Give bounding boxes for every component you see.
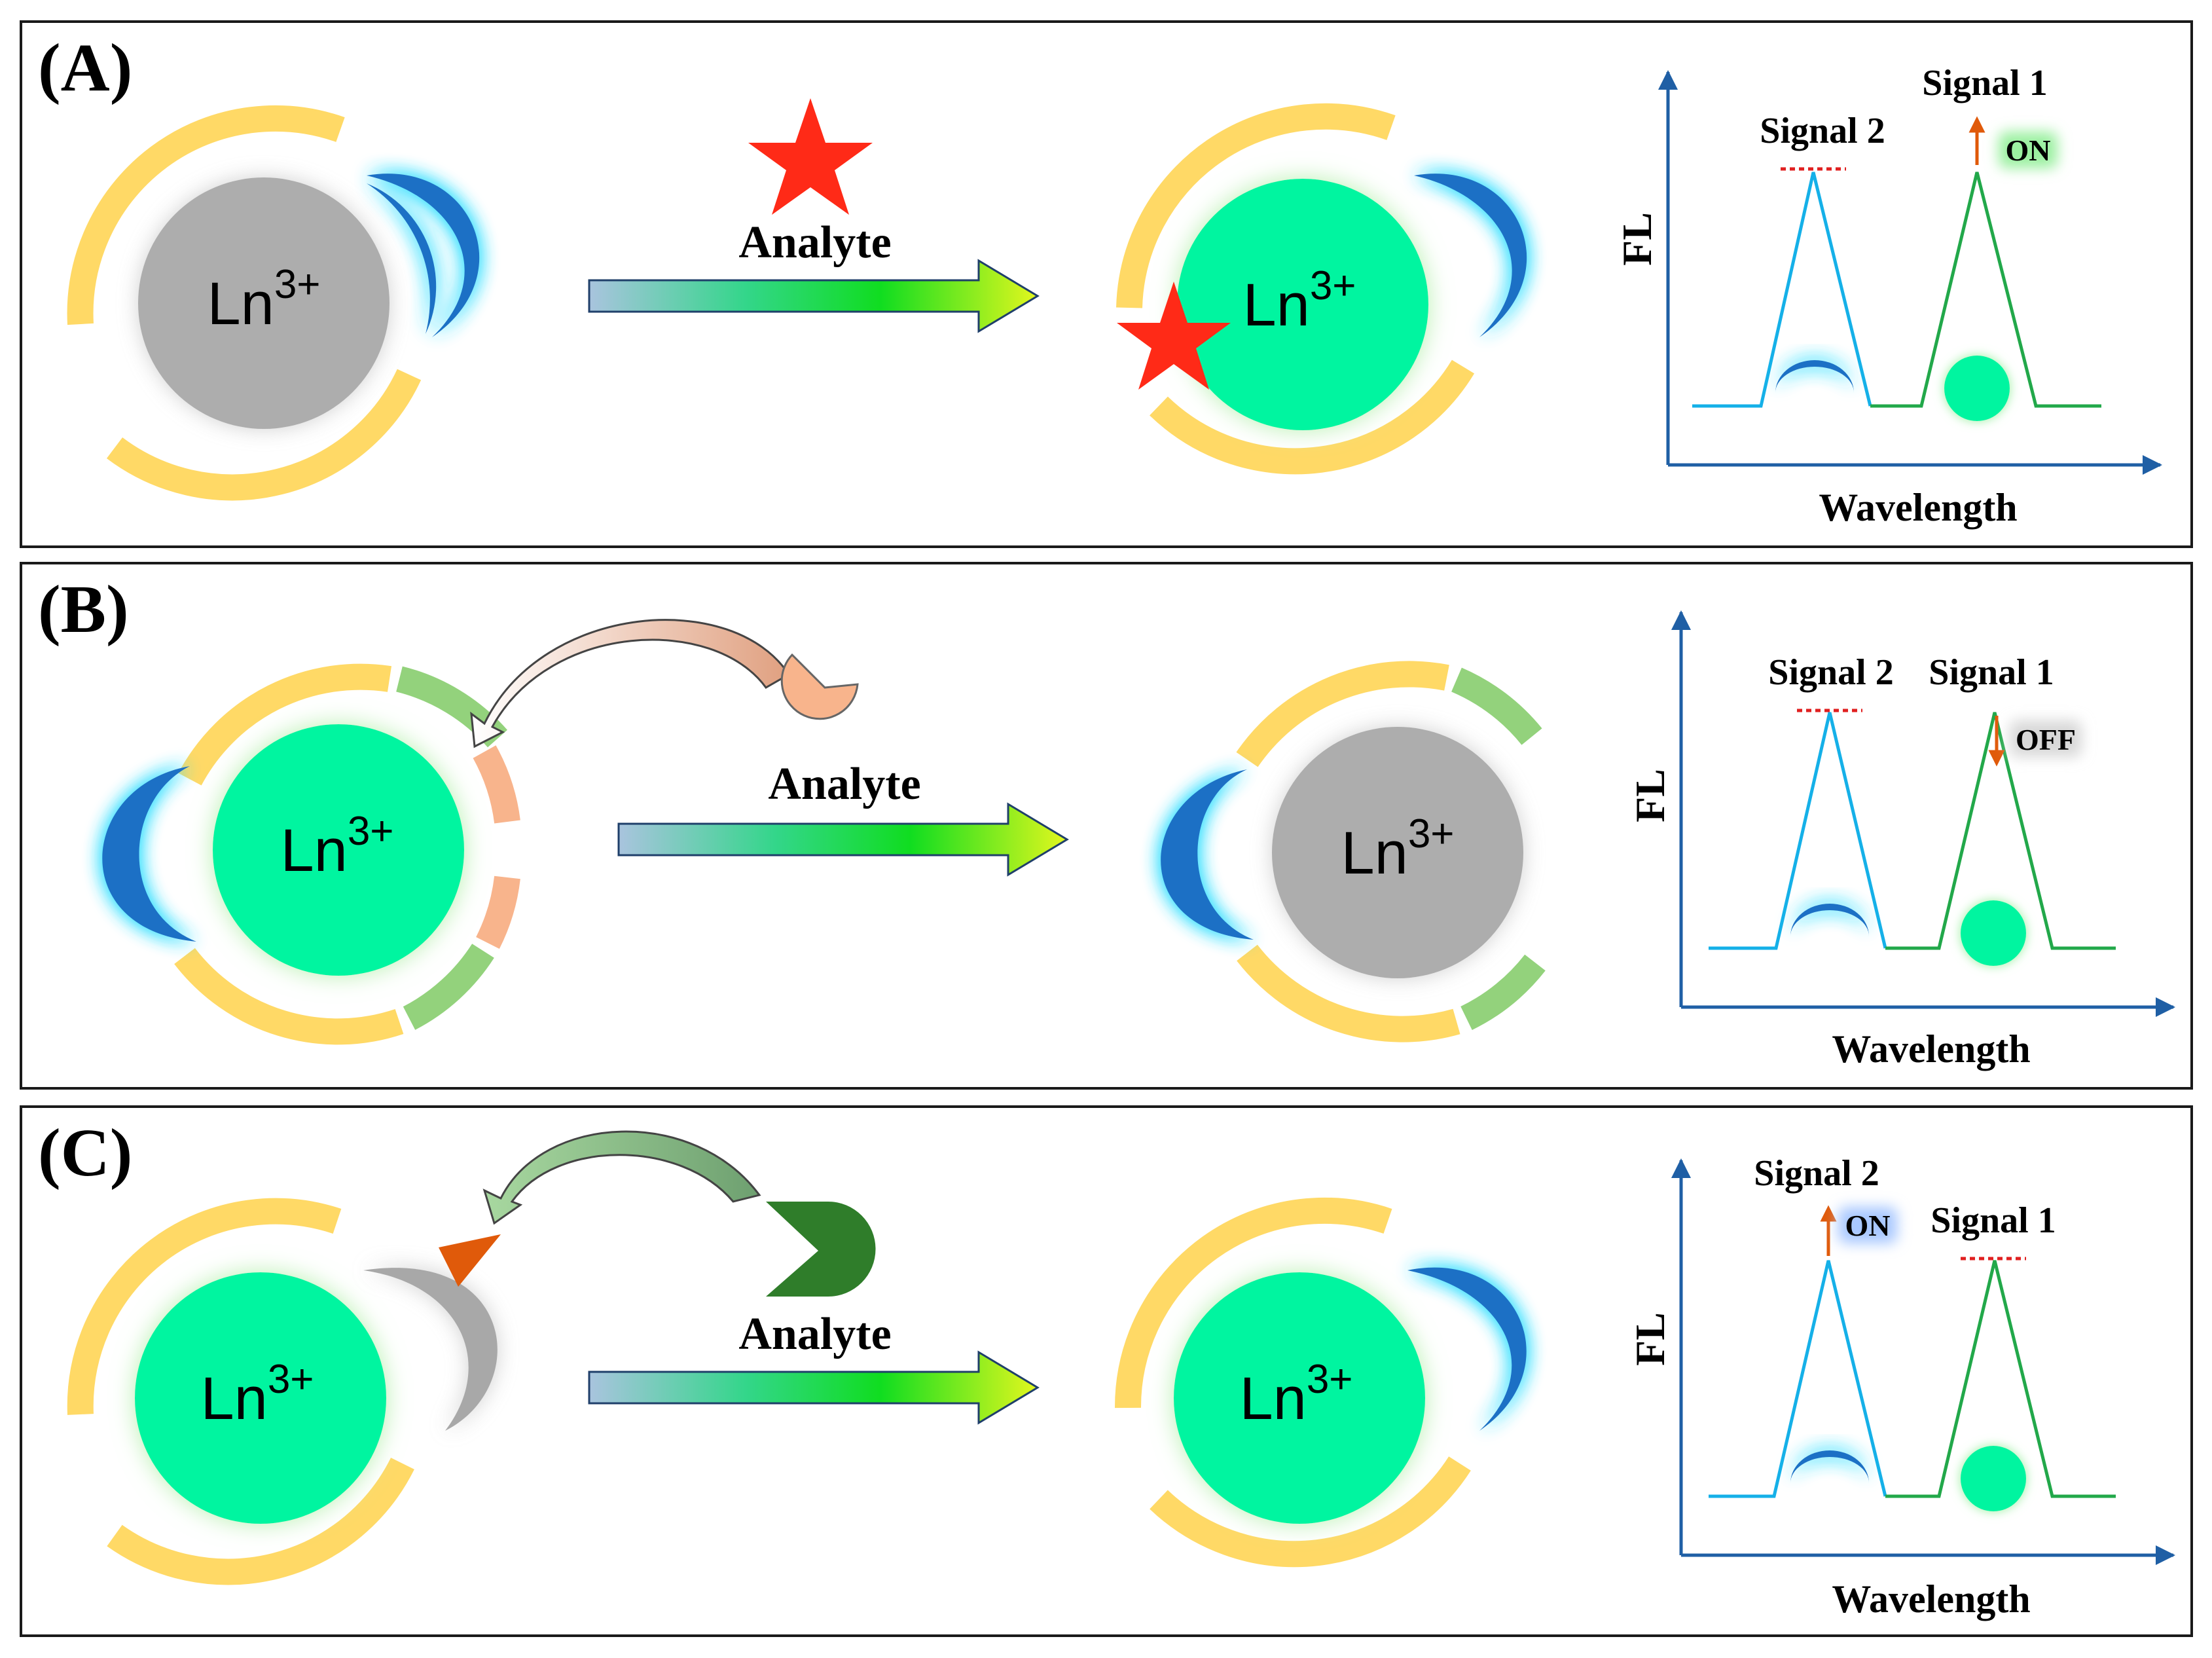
panel-b-complex-before: Ln3+ bbox=[102, 663, 520, 1045]
panel-c-complex-after: Ln3+ bbox=[1114, 1197, 1527, 1568]
recognition-site-icon bbox=[439, 1234, 501, 1287]
state-badge-glow bbox=[1838, 1207, 1897, 1244]
signal-2-peak bbox=[1709, 712, 1887, 950]
state-badge-glow bbox=[1999, 132, 2058, 168]
antenna-moon-icon bbox=[1407, 1267, 1527, 1431]
arrow-label: Analyte bbox=[738, 217, 891, 268]
arrow-label: Analyte bbox=[768, 759, 920, 809]
panel-b-complex-after: Ln3+ bbox=[1161, 661, 1546, 1042]
analyte-receptor-icon bbox=[766, 1202, 876, 1297]
panel-a-complex-after: Ln3+ bbox=[1116, 103, 1527, 475]
ion-label: Ln3+ bbox=[207, 262, 320, 337]
reaction-arrow bbox=[617, 802, 1069, 877]
state-badge: OFF bbox=[2016, 723, 2076, 756]
panel-b: (B) Ln3+ Analyte Ln3+ bbox=[20, 562, 2193, 1090]
ligand-arc bbox=[1114, 1197, 1392, 1409]
ion-green bbox=[1177, 179, 1428, 430]
ligand-arc bbox=[1236, 661, 1449, 767]
ion-label: Ln3+ bbox=[1242, 263, 1356, 339]
ion-green bbox=[1174, 1272, 1425, 1524]
panel-c-complex-before: Ln3+ bbox=[67, 1198, 501, 1585]
state-badge: ON bbox=[2006, 134, 2051, 167]
ligand-arc bbox=[67, 1198, 342, 1415]
ion-gray bbox=[138, 177, 390, 429]
ion-emission-icon bbox=[1961, 1446, 2026, 1511]
signal-1-label: Signal 1 bbox=[1931, 1200, 2056, 1241]
panel-b-label: (B) bbox=[38, 572, 129, 647]
analyte-star-icon bbox=[748, 98, 873, 215]
x-axis-label: Wavelength bbox=[1832, 1027, 2030, 1071]
ion-green bbox=[135, 1272, 386, 1524]
ion-label: Ln3+ bbox=[1341, 811, 1454, 887]
receptor-segment bbox=[476, 875, 520, 949]
ligand-segment bbox=[1451, 667, 1542, 745]
antenna-emission-icon bbox=[1790, 1450, 1869, 1483]
ligand-arc bbox=[106, 369, 422, 501]
signal-1-label: Signal 1 bbox=[1922, 63, 2047, 103]
signal-2-peak bbox=[1709, 1260, 1887, 1498]
signal-2-label: Signal 2 bbox=[1760, 111, 1885, 151]
curved-arrow-icon bbox=[470, 619, 791, 748]
antenna-emission-icon bbox=[1775, 360, 1854, 393]
signal-2-label: Signal 2 bbox=[1754, 1153, 1879, 1194]
ion-label: Ln3+ bbox=[280, 809, 393, 884]
ligand-arc bbox=[174, 948, 404, 1045]
antenna-moon-icon bbox=[102, 766, 196, 942]
state-badge-glow bbox=[2010, 720, 2082, 757]
signal-2-peak bbox=[1692, 172, 1872, 408]
ion-emission-icon bbox=[1944, 356, 2010, 421]
signal-1-peak bbox=[1870, 172, 2101, 408]
signal-1-label: Signal 1 bbox=[1929, 652, 2054, 693]
x-axis-label: Wavelength bbox=[1832, 1577, 2030, 1621]
panel-a: (A) Ln3+ Analyte Ln3+ bbox=[20, 20, 2193, 548]
y-axis-label: FL bbox=[1627, 1312, 1673, 1366]
antenna-emission-icon bbox=[1790, 904, 1869, 936]
ligand-segment bbox=[1460, 954, 1546, 1030]
y-axis-label: FL bbox=[1627, 769, 1673, 822]
ligand-arc bbox=[1150, 1456, 1471, 1568]
state-badge: ON bbox=[1845, 1209, 1891, 1242]
antenna-moon-icon bbox=[1161, 769, 1254, 940]
reaction-arrow bbox=[588, 1350, 1040, 1425]
ion-green bbox=[213, 724, 464, 976]
ion-label: Ln3+ bbox=[200, 1357, 314, 1432]
antenna-moon-icon bbox=[367, 174, 480, 337]
panel-c: (C) Ln3+ Analyte Ln3+ FL Wavelength bbox=[20, 1105, 2193, 1637]
panel-c-label: (C) bbox=[38, 1115, 132, 1190]
receptor-segment bbox=[473, 745, 520, 824]
ligand-arc bbox=[1150, 359, 1475, 475]
ligand-arc bbox=[107, 1458, 414, 1585]
ion-emission-icon bbox=[1961, 900, 2026, 966]
ligand-arc bbox=[1116, 103, 1396, 308]
signal-1-peak bbox=[1885, 712, 2116, 950]
panel-a-label: (A) bbox=[38, 30, 132, 105]
curved-arrow-icon bbox=[482, 1130, 761, 1225]
ligand-arc bbox=[67, 105, 345, 325]
bound-analyte-star-icon bbox=[1117, 282, 1231, 390]
ion-gray bbox=[1272, 727, 1523, 978]
y-axis-label: FL bbox=[1614, 212, 1660, 266]
panel-a-plot: FL Wavelength Signal 2 Signal 1 ON bbox=[1614, 63, 2162, 529]
x-axis-label: Wavelength bbox=[1819, 486, 2017, 529]
ligand-arc bbox=[1237, 944, 1460, 1042]
panel-c-plot: FL Wavelength Signal 2 Signal 1 ON bbox=[1627, 1153, 2175, 1621]
arrow-label: Analyte bbox=[738, 1309, 891, 1359]
quenched-antenna-icon bbox=[363, 1268, 498, 1431]
signal-2-label: Signal 2 bbox=[1768, 652, 1893, 693]
ligand-arc bbox=[178, 663, 392, 786]
analyte-pacman-icon bbox=[780, 653, 859, 720]
signal-1-peak bbox=[1885, 1260, 2116, 1498]
antenna-moon-icon bbox=[1414, 174, 1527, 337]
ion-label: Ln3+ bbox=[1239, 1357, 1352, 1432]
ligand-segment bbox=[403, 943, 494, 1030]
reaction-arrow bbox=[588, 259, 1040, 333]
panel-a-complex-before: Ln3+ bbox=[67, 105, 480, 501]
panel-b-plot: FL Wavelength Signal 2 Signal 1 OFF bbox=[1627, 610, 2175, 1071]
